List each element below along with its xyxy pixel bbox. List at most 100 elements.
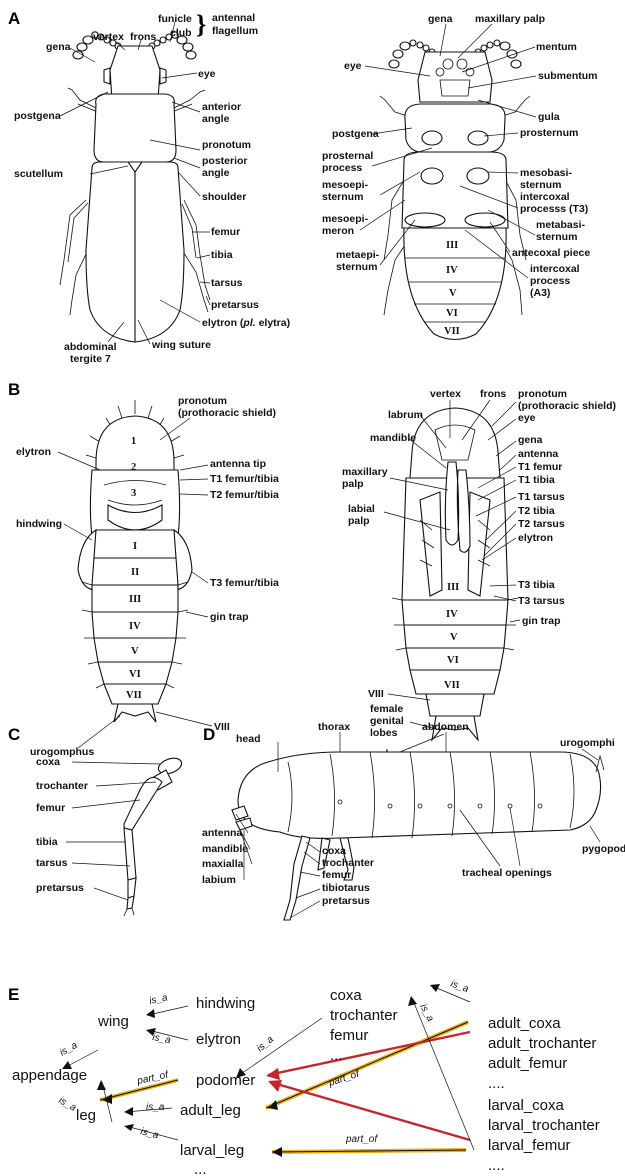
- rel-is-a: is_a: [58, 1040, 80, 1059]
- segment-label: IV: [129, 621, 141, 632]
- red-arrows: [266, 1032, 470, 1140]
- label-pygopods: pygopods: [582, 843, 625, 855]
- label-anterior: anterior: [202, 101, 241, 113]
- label-sternum-2: sternum: [520, 179, 561, 191]
- label-gula: gula: [538, 111, 560, 123]
- label-maxialla: maxialla: [202, 858, 244, 870]
- segment-label: II: [131, 567, 139, 578]
- term-adult-leg: adult_leg: [180, 1102, 241, 1119]
- label-pretarsus-d: pretarsus: [322, 895, 370, 907]
- segment-number: 2: [131, 462, 136, 473]
- label-coxa-c: coxa: [36, 756, 60, 768]
- label-t1-tibia: T1 tibia: [518, 474, 555, 486]
- segment-label: III: [447, 582, 459, 593]
- label-tibiotarus: tibiotarus: [322, 882, 370, 894]
- label-antecoxal: antecoxal piece: [512, 247, 590, 259]
- term-adult-coxa: adult_coxa: [488, 1015, 561, 1032]
- femur-shape: [124, 778, 162, 833]
- label-metabasisternum: metabasi-: [536, 219, 586, 231]
- term-larval-coxa: larval_coxa: [488, 1097, 565, 1114]
- label-intercoxal-a3: intercoxal: [530, 263, 580, 275]
- label-palp-max: palp: [342, 478, 364, 490]
- panel-letter-c: C: [8, 725, 20, 744]
- label-antennal: antennal: [212, 12, 255, 24]
- term-ellipsis-adult: ....: [488, 1075, 505, 1092]
- rel-is-a: is_a: [449, 978, 470, 995]
- label-sternum-3: sternum: [536, 231, 577, 243]
- adult-beetle-dorsal: [60, 32, 210, 342]
- label-labium-d: labium: [202, 874, 236, 886]
- rel-part-of: part_of: [345, 1134, 378, 1145]
- rel-is-a: is_a: [417, 1002, 436, 1024]
- label-t3-tarsus: T3 tarsus: [518, 595, 565, 607]
- label-tibia: tibia: [211, 249, 233, 261]
- label-t2-tarsus: T2 tarsus: [518, 518, 565, 530]
- label-viii-dorsal: VIII: [214, 721, 230, 733]
- label-scutellum: scutellum: [14, 168, 63, 180]
- label-submentum: submentum: [538, 70, 598, 82]
- larva-drawing: [232, 752, 604, 920]
- term-wing: wing: [97, 1013, 129, 1030]
- label-gin-trap-dorsal: gin trap: [210, 611, 249, 623]
- rel-is-a: is_a: [139, 1126, 160, 1141]
- segment-label: V: [449, 288, 457, 299]
- label-antenna-d: antenna: [202, 827, 242, 839]
- label-wing-suture: wing suture: [151, 339, 211, 351]
- label-angle-anterior: angle: [202, 113, 230, 125]
- label-head-d: head: [236, 733, 261, 745]
- segment-label: VII: [126, 690, 142, 701]
- rel-is-a: is_a: [151, 1032, 171, 1046]
- label-flagellum: flagellum: [212, 25, 258, 37]
- term-hindwing: hindwing: [196, 995, 255, 1012]
- label-t3-tibia: T3 tibia: [518, 579, 555, 591]
- head-ventral: [418, 52, 492, 102]
- label-tibia-c: tibia: [36, 836, 58, 848]
- midleg-left: [60, 200, 88, 285]
- label-postgena-ventral: postgena: [332, 128, 379, 140]
- label-process-a3: process: [530, 275, 570, 287]
- label-urogomphi-d: urogomphi: [560, 737, 615, 749]
- label-shield-pupa: (prothoracic shield): [518, 400, 616, 412]
- pupa-mouthparts: [445, 462, 470, 552]
- pupa-urogomphi: [114, 704, 156, 722]
- label-tarsus-c: tarsus: [36, 857, 68, 869]
- term-larval-femur: larval_femur: [488, 1137, 571, 1154]
- label-t1-tarsus: T1 tarsus: [518, 491, 565, 503]
- label-process: process: [322, 162, 362, 174]
- label-antenna-pupa: antenna: [518, 448, 558, 460]
- label-pupa-elytron: elytron: [16, 446, 51, 458]
- label-eye-pupa: eye: [518, 412, 536, 424]
- panel-letter-b: B: [8, 380, 20, 399]
- label-frons-pupa: frons: [480, 388, 506, 400]
- term-larval-leg: larval_leg: [180, 1142, 244, 1159]
- tarsus-shape: [127, 878, 136, 909]
- label-mesoepimeron: mesoepi-: [322, 213, 369, 225]
- panel-letter-a: A: [8, 9, 20, 28]
- adult-leg-drawing: [124, 755, 184, 916]
- label-meron: meron: [322, 225, 354, 237]
- label-lobes: lobes: [370, 727, 398, 739]
- label-female: female: [370, 703, 403, 715]
- segment-label: V: [450, 632, 458, 643]
- label-postgena-dorsal: postgena: [14, 110, 61, 122]
- label-tarsus: tarsus: [211, 277, 243, 289]
- label-prosternal: prosternal: [322, 150, 373, 162]
- term-adult-femur: adult_femur: [488, 1055, 567, 1072]
- label-pronotum-pupa: pronotum: [518, 388, 567, 400]
- panel-letter-e: E: [8, 985, 19, 1004]
- ontology-terms: wing hindwing elytron appendage leg podo…: [12, 987, 600, 1176]
- tibia-shape: [124, 828, 136, 880]
- label-femur-d: femur: [322, 869, 351, 881]
- segment-label: IV: [446, 609, 458, 620]
- label-coxa-d: coxa: [322, 845, 346, 857]
- label-hindwing: hindwing: [16, 518, 62, 530]
- rel-part-of: part_of: [327, 1068, 362, 1089]
- label-a3: (A3): [530, 287, 550, 299]
- label-t2-tibia: T2 tibia: [518, 505, 555, 517]
- label-eye-dorsal: eye: [198, 68, 216, 80]
- rel-is-a: is_a: [255, 1034, 276, 1055]
- label-gena-pupa: gena: [518, 434, 543, 446]
- label-genital: genital: [370, 715, 404, 727]
- segment-label: VI: [447, 655, 459, 666]
